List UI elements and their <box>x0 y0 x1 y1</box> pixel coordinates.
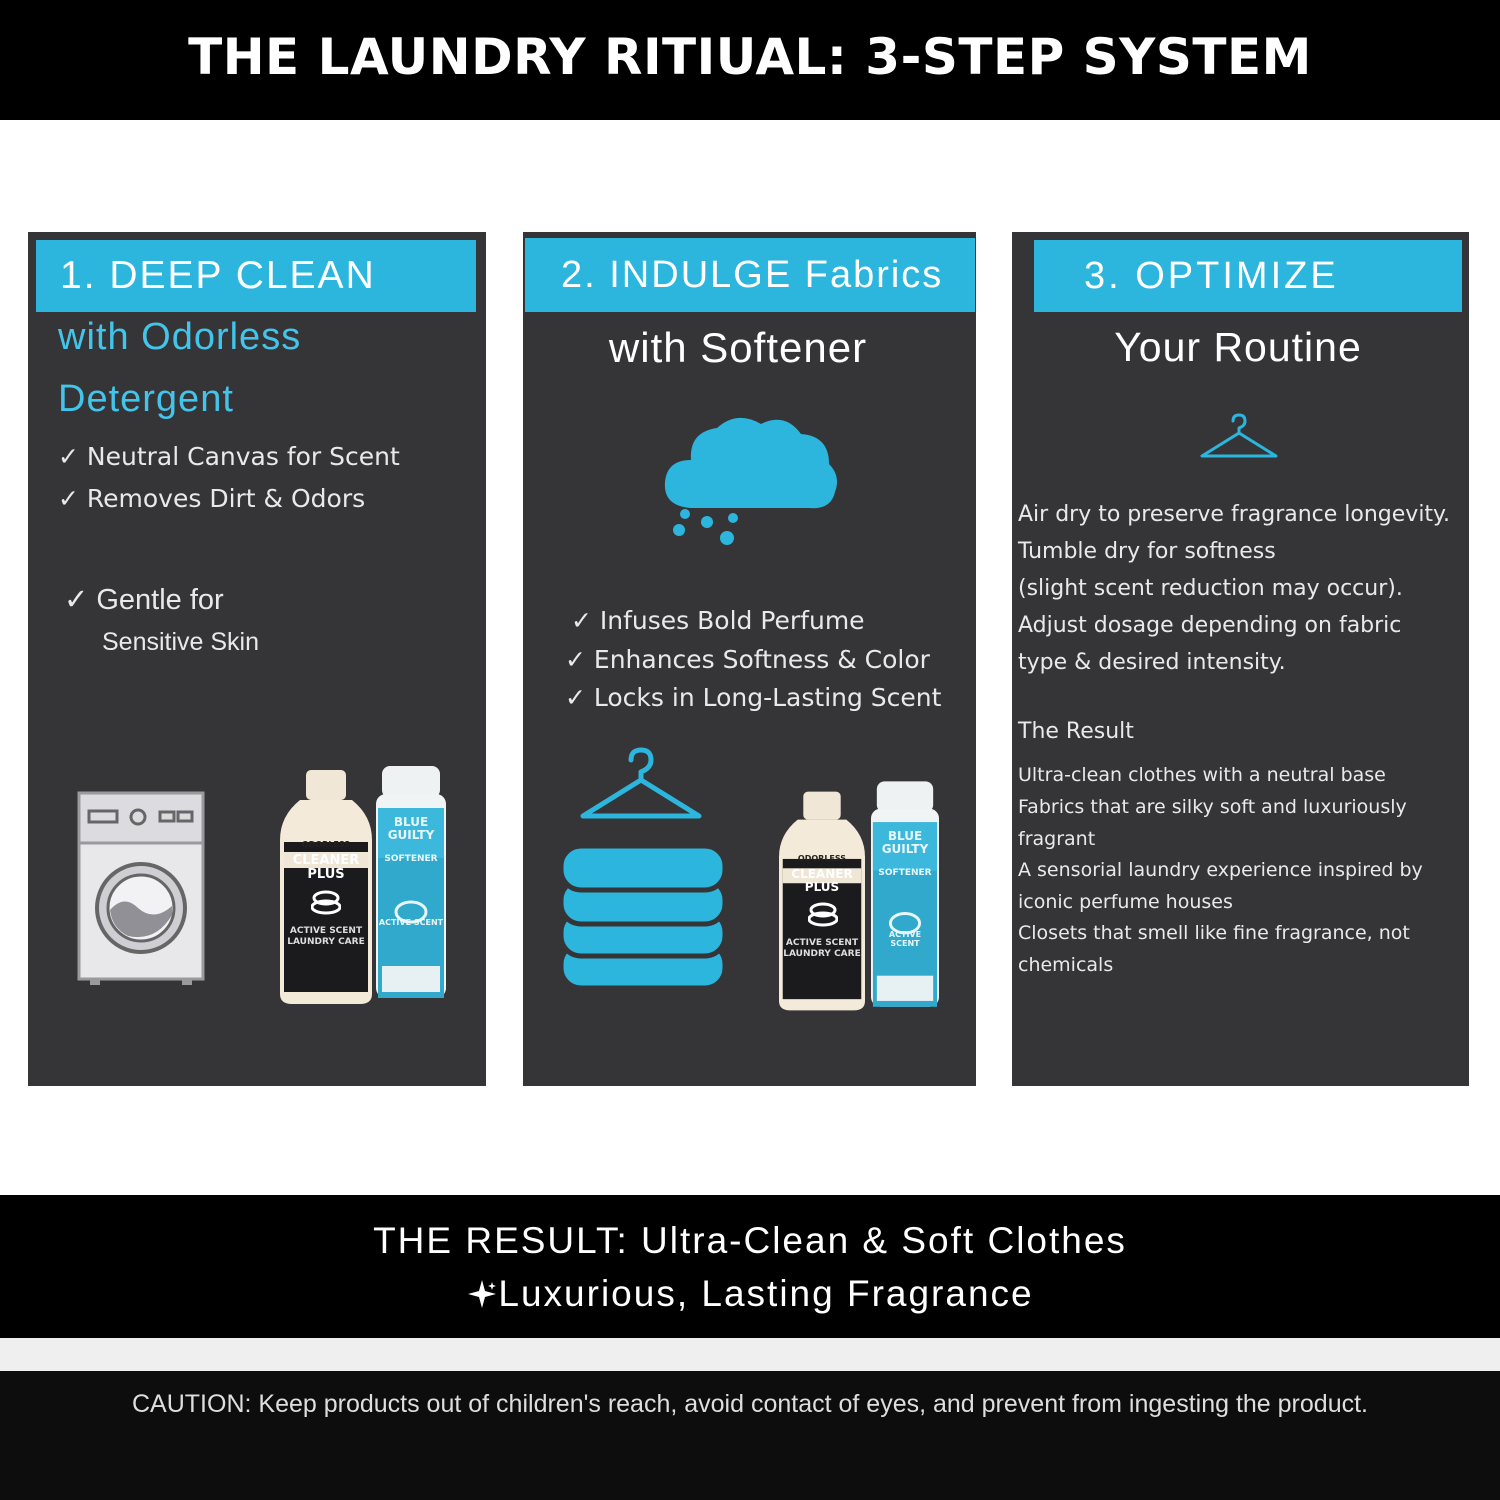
cleaner-bottle-icon <box>779 791 865 1011</box>
caution-bar <box>0 1371 1500 1500</box>
bottle-1-line1: ODORLESS <box>797 854 847 863</box>
step-3-result-6: Closets that smell like fine fragrance, … <box>1018 922 1410 944</box>
bottle-1-line5: LAUNDRY CARE <box>287 937 365 947</box>
step-3-text-4: Adjust dosage depending on fabric <box>1018 613 1402 638</box>
folded-towels-icon <box>558 843 728 991</box>
bottle-2-line4: ACTIVE SCENT <box>888 930 922 948</box>
bottle-2-line3: SOFTENER <box>878 868 932 878</box>
sparkle-icon <box>468 1280 497 1308</box>
step-3-heading: 3. OPTIMIZE <box>1034 240 1462 312</box>
step-2-subtitle: with Softener <box>608 324 868 371</box>
step-1-check-2: ✓ Removes Dirt & Odors <box>58 484 366 513</box>
cleaner-bottle-icon <box>280 770 372 1004</box>
bottle-1-line4: ACTIVE SCENT <box>289 926 363 936</box>
step-2-check-3: ✓ Locks in Long-Lasting Scent <box>565 683 942 712</box>
step-1-check-3-cont: Sensitive Skin <box>102 628 260 656</box>
bottle-2-line3: SOFTENER <box>384 854 438 864</box>
bottle-1-line4: ACTIVE SCENT <box>785 938 859 948</box>
bottle-1-line2: CLEANER <box>791 867 853 881</box>
step-2-check-2: ✓ Enhances Softness & Color <box>565 645 930 674</box>
step-3-text-2: Tumble dry for softness <box>1018 539 1276 564</box>
step-1-heading: 1. DEEP CLEAN <box>36 240 476 312</box>
bottle-2-line4: ACTIVE SCENT <box>378 918 444 927</box>
washing-machine-icon <box>77 791 205 985</box>
step-3-result-7: chemicals <box>1018 954 1114 976</box>
step-3-result-1: Ultra-clean clothes with a neutral base <box>1018 764 1386 786</box>
step-3-result-title: The Result <box>1018 719 1134 744</box>
step-3-result-3: fragrant <box>1018 828 1096 850</box>
cloud-icon <box>664 417 837 545</box>
step-1-check-3: ✓ Gentle for <box>64 584 224 616</box>
step-1-subtitle-line2: Detergent <box>58 378 234 420</box>
bottle-2-line2: GUILTY <box>387 828 435 842</box>
step-3-text-1: Air dry to preserve fragrance longevity. <box>1018 502 1450 527</box>
softener-bottle-icon <box>376 766 446 998</box>
step-1-panel: 1. DEEP CLEAN with Odorless Detergent ✓ … <box>28 232 486 1086</box>
swirl-logo-icon <box>311 890 341 915</box>
step-3-result-5: iconic perfume houses <box>1018 891 1233 913</box>
softener-bottle-icon <box>871 781 939 1007</box>
hanger-icon <box>580 747 702 819</box>
bottle-1-line5: LAUNDRY CARE <box>783 949 861 959</box>
result-line-1: THE RESULT: Ultra-Clean & Soft Clothes <box>373 1220 1127 1261</box>
caution-text: CAUTION: Keep products out of children's… <box>132 1390 1368 1418</box>
bottle-1-line3: PLUS <box>804 880 840 894</box>
hanger-icon <box>1200 413 1278 458</box>
bottle-2-line2: GUILTY <box>881 842 929 856</box>
bottle-1-line3: PLUS <box>307 867 345 882</box>
divider-stripe <box>0 1338 1500 1371</box>
page-title: THE LAUNDRY RITIUAL: 3-STEP SYSTEM <box>188 28 1312 86</box>
step-3-result-4: A sensorial laundry experience inspired … <box>1018 859 1423 881</box>
bottle-2-line1: BLUE <box>887 829 923 843</box>
step-3-text-5: type & desired intensity. <box>1018 650 1286 675</box>
step-3-text-3: (slight scent reduction may occur). <box>1018 576 1403 601</box>
step-3-panel: 3. OPTIMIZE Your Routine Air dry to pres… <box>1012 232 1469 1086</box>
step-3-result-2: Fabrics that are silky soft and luxuriou… <box>1018 796 1407 818</box>
step-2-panel: 2. INDULGE Fabrics with Softener ✓ Infus… <box>523 232 976 1086</box>
result-line-2-text: Luxurious, Lasting Fragrance <box>498 1273 1034 1314</box>
step-3-subtitle: Your Routine <box>1114 324 1362 370</box>
result-line-2: Luxurious, Lasting Fragrance <box>0 1273 1500 1315</box>
step-2-heading: 2. INDULGE Fabrics <box>525 238 975 312</box>
bottle-1-line2: CLEANER <box>292 853 360 868</box>
bottle-2-line1: BLUE <box>393 815 429 829</box>
swirl-logo-icon <box>808 902 838 927</box>
result-bar <box>0 1195 1500 1338</box>
title-bar <box>0 0 1500 120</box>
step-1-check-1: ✓ Neutral Canvas for Scent <box>58 442 400 471</box>
step-1-subtitle-line1: with Odorless <box>58 316 302 358</box>
bottle-1-line1: ODORLESS <box>301 840 351 849</box>
step-2-check-1: ✓ Infuses Bold Perfume <box>571 606 865 635</box>
